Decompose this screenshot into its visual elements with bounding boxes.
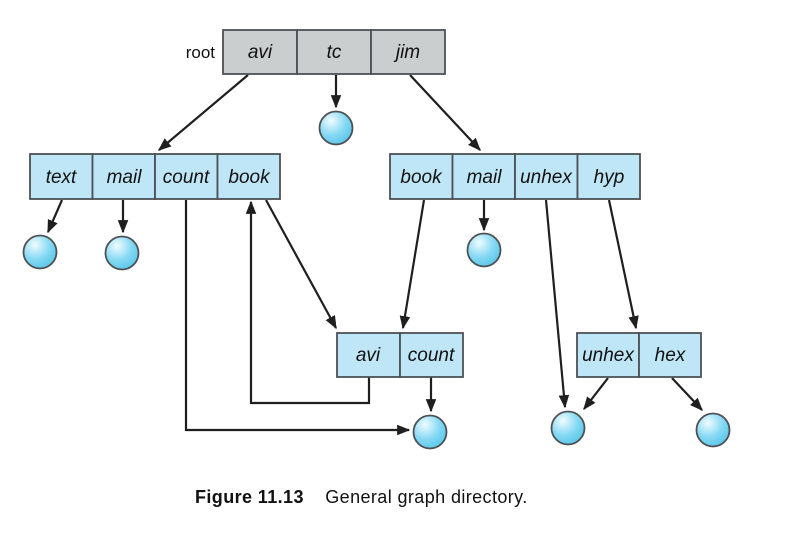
dir-entry-label: hex — [655, 345, 687, 366]
edges-layer — [46, 74, 703, 436]
root-directory-label: root — [186, 43, 216, 62]
root-directory-box: root avi tc jim — [186, 29, 446, 75]
arrow-avi-book-to-book-dir — [265, 199, 337, 330]
jim-directory-box: book mail unhex hyp — [389, 153, 641, 200]
dir-entry-label: book — [400, 167, 443, 188]
arrow-jim-unhex-to-shared-file — [544, 199, 570, 409]
arrow-root-avi-to-avi-dir — [157, 74, 249, 151]
file-node-mail-avi — [104, 235, 140, 271]
arrow-hyp-unhex-to-shared-file — [583, 377, 609, 411]
dir-entry-cell — [638, 332, 702, 378]
dir-entry-cell — [336, 332, 401, 378]
dir-entry-cell — [576, 332, 640, 378]
dir-entry-cell — [451, 153, 516, 200]
dir-entry-cell — [29, 153, 94, 200]
dir-entry-label: jim — [393, 42, 420, 63]
figure-caption: Figure 11.13 General graph directory. — [195, 487, 528, 507]
dir-entry-label: hyp — [594, 167, 625, 188]
arrow-avi-count-to-shared-file — [184, 200, 411, 436]
file-node-tc — [318, 110, 354, 146]
dir-entry-cell — [389, 153, 454, 200]
dir-entry-cell — [154, 153, 219, 200]
avi-directory-box: text mail count book — [29, 153, 281, 200]
dir-entry-cell — [576, 153, 641, 200]
dir-entry-label: avi — [356, 345, 381, 366]
dir-entry-label: book — [228, 167, 271, 188]
dir-entry-label: unhex — [520, 167, 573, 188]
dir-entry-label: mail — [107, 167, 143, 188]
dir-entry-cell — [370, 29, 446, 75]
file-node-mail-jim — [466, 232, 502, 268]
file-node-text — [22, 234, 58, 270]
dir-entry-label: tc — [327, 42, 342, 63]
hyp-directory-box: unhex hex — [576, 332, 702, 378]
dir-entry-label: unhex — [582, 345, 635, 366]
dir-entry-label: avi — [248, 42, 273, 63]
arrow-jim-hyp-to-hyp-dir — [607, 199, 639, 330]
figure-caption-text: General graph directory. — [325, 487, 527, 507]
arrow-avi-text-to-file — [46, 199, 64, 234]
dir-entry-label: text — [46, 167, 77, 188]
file-node-count-shared — [412, 414, 448, 450]
figure-caption-label: Figure 11.13 — [195, 487, 304, 507]
file-node-hex — [695, 412, 731, 448]
arrow-hyp-hex-to-file — [671, 377, 703, 411]
dir-entry-label: count — [408, 345, 455, 366]
arrow-book-avi-to-avi-dir — [245, 200, 371, 405]
dir-entry-label: count — [163, 167, 210, 188]
arrow-jim-book-to-book-dir — [399, 199, 426, 330]
file-node-unhex-shared — [550, 410, 586, 446]
arrow-root-jim-to-jim-dir — [409, 74, 481, 151]
dir-entry-cell — [399, 332, 464, 378]
dir-entry-label: mail — [467, 167, 503, 188]
dir-entry-cell — [91, 153, 156, 200]
dir-entry-cell — [222, 29, 298, 75]
book-directory-box: avi count — [336, 332, 464, 378]
file-nodes-layer — [22, 110, 731, 450]
dir-entry-cell — [216, 153, 281, 200]
